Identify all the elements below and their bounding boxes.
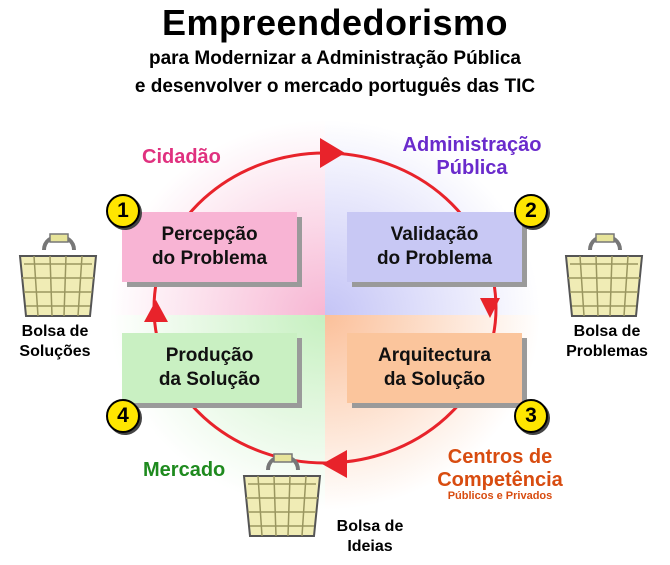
bag-ideias-line-2: Ideias xyxy=(347,538,393,555)
label-mercado: Mercado xyxy=(143,459,226,481)
label-centros-sub: Públicos e Privados xyxy=(447,490,553,502)
label-centros-competencia: Centros de Competência xyxy=(425,446,575,492)
step-box-percepcao: Percepção do Problema xyxy=(122,212,297,282)
cycle-arrow-right xyxy=(480,298,500,318)
bag-label-solucoes: Bolsa de Soluções xyxy=(5,322,105,362)
basket-icon-ideias xyxy=(242,453,322,537)
step-1-line-1: Percepção xyxy=(161,224,258,245)
bag-label-problemas: Bolsa de Problemas xyxy=(548,322,666,362)
bag-solucoes-line-2: Soluções xyxy=(19,343,91,360)
step-box-producao: Produção da Solução xyxy=(122,333,297,403)
bag-solucoes-line-1: Bolsa de xyxy=(21,323,89,340)
step-4-line-1: Produção xyxy=(165,345,254,366)
step-2-line-1: Validação xyxy=(390,224,479,245)
subtitle-line-2: e desenvolver o mercado português das TI… xyxy=(134,76,536,97)
label-cidadao: Cidadão xyxy=(142,146,221,168)
step-number-badge-2: 2 xyxy=(514,194,548,228)
cycle-arrow-left xyxy=(144,300,168,322)
basket-icon-problemas xyxy=(564,233,644,317)
basket-icon-solucoes xyxy=(18,233,98,317)
cycle-arrow-bottom xyxy=(322,450,347,478)
step-number-badge-4: 4 xyxy=(106,399,140,433)
bag-problemas-line-1: Bolsa de xyxy=(573,323,641,340)
step-box-arquitectura: Arquitectura da Solução xyxy=(347,333,522,403)
step-3-line-1: Arquitectura xyxy=(378,345,491,366)
bag-problemas-line-2: Problemas xyxy=(566,343,648,360)
subtitle-line-1: para Modernizar a Administração Pública xyxy=(148,48,521,69)
step-1-line-2: do Problema xyxy=(151,248,268,269)
step-number-badge-3: 3 xyxy=(514,399,548,433)
label-administracao-line-2: Pública xyxy=(436,157,508,179)
step-4-line-2: da Solução xyxy=(158,369,261,390)
step-3-line-2: da Solução xyxy=(383,369,486,390)
label-administracao-line-1: Administração xyxy=(402,134,542,156)
bag-label-ideias: Bolsa de Ideias xyxy=(322,517,418,557)
label-centros-line-1: Centros de xyxy=(447,446,553,468)
bag-ideias-line-1: Bolsa de xyxy=(336,518,404,535)
cycle-arrow-top xyxy=(320,138,345,168)
step-number-badge-1: 1 xyxy=(106,194,140,228)
step-2-line-2: do Problema xyxy=(376,248,493,269)
step-box-validacao: Validação do Problema xyxy=(347,212,522,282)
diagram-title: Empreendedorismo xyxy=(161,2,509,43)
label-centros-line-2: Competência xyxy=(437,469,563,491)
label-administracao-publica: Administração Pública xyxy=(382,134,562,180)
